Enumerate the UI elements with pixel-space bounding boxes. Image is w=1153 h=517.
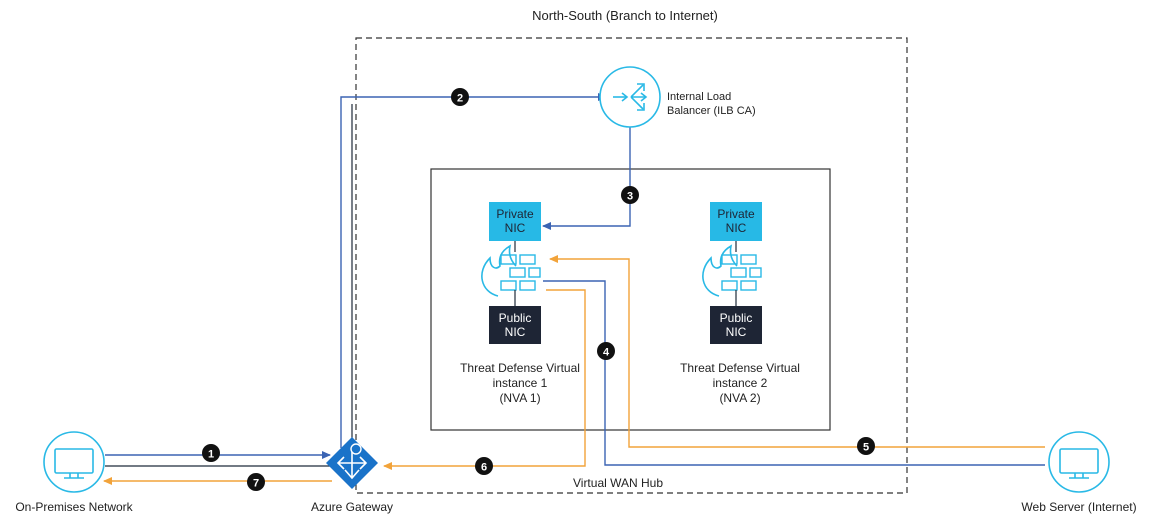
web-server-computer-icon [1048, 431, 1110, 493]
nva2-label-line3: (NVA 2) [719, 391, 760, 405]
nva1-private-nic-line2: NIC [505, 221, 526, 235]
svg-text:5: 5 [863, 442, 869, 454]
azure-gateway-label: Azure Gateway [311, 500, 393, 514]
nva2-firewall-icon [702, 244, 762, 297]
nva1-public-nic [489, 306, 541, 344]
nva2-private-nic-line1: Private [717, 207, 755, 221]
step-badge-4: 4 [597, 342, 615, 360]
virtual-wan-hub-label: Virtual WAN Hub [573, 476, 663, 490]
virtual-wan-hub-boundary [355, 37, 908, 494]
nva1-private-nic [489, 202, 541, 241]
nva1-public-nic-line1: Public [499, 311, 532, 325]
nva1-label-line2: instance 1 [493, 376, 548, 390]
svg-text:4: 4 [603, 347, 610, 359]
azure-gateway-icon [326, 437, 378, 489]
step-badge-7: 7 [247, 473, 265, 491]
on-premises-computer-icon [43, 431, 105, 493]
step-badge-3: 3 [621, 186, 639, 204]
flow-line-step-2 [340, 93, 607, 448]
flow-line-step-4 [543, 280, 1045, 466]
step-badge-1: 1 [202, 444, 220, 462]
nva1-private-nic-line1: Private [496, 207, 534, 221]
diagram-title: North-South (Branch to Internet) [532, 8, 718, 23]
svg-text:3: 3 [627, 191, 633, 203]
load-balancer-icon [599, 66, 661, 128]
flow-line-step-3 [542, 127, 631, 230]
load-balancer-label-line1: Internal Load [667, 91, 731, 103]
load-balancer-label-line2: Balancer (ILB CA) [667, 105, 756, 117]
svg-text:2: 2 [457, 93, 463, 105]
nva2-label-line1: Threat Defense Virtual [680, 361, 800, 375]
nva1-public-nic-line2: NIC [505, 325, 526, 339]
nva2-public-nic-line1: Public [720, 311, 753, 325]
nva2-public-nic-line2: NIC [726, 325, 747, 339]
flow-line-step-5 [549, 255, 1045, 448]
svg-text:6: 6 [481, 462, 487, 474]
web-server-label: Web Server (Internet) [1021, 500, 1136, 514]
nva1-label-line3: (NVA 1) [499, 391, 540, 405]
nva1-firewall-icon [481, 244, 541, 297]
nva1-label-line1: Threat Defense Virtual [460, 361, 580, 375]
on-premises-label: On-Premises Network [15, 500, 133, 514]
svg-text:1: 1 [208, 449, 214, 461]
nva2-label-line2: instance 2 [713, 376, 768, 390]
nva2-private-nic [710, 202, 762, 241]
step-badge-6: 6 [475, 457, 493, 475]
flow-line-step-6 [383, 289, 586, 470]
step-badge-5: 5 [857, 437, 875, 455]
svg-text:7: 7 [253, 478, 259, 490]
nva2-private-nic-line2: NIC [726, 221, 747, 235]
step-badge-2: 2 [451, 88, 469, 106]
nva2-public-nic [710, 306, 762, 344]
